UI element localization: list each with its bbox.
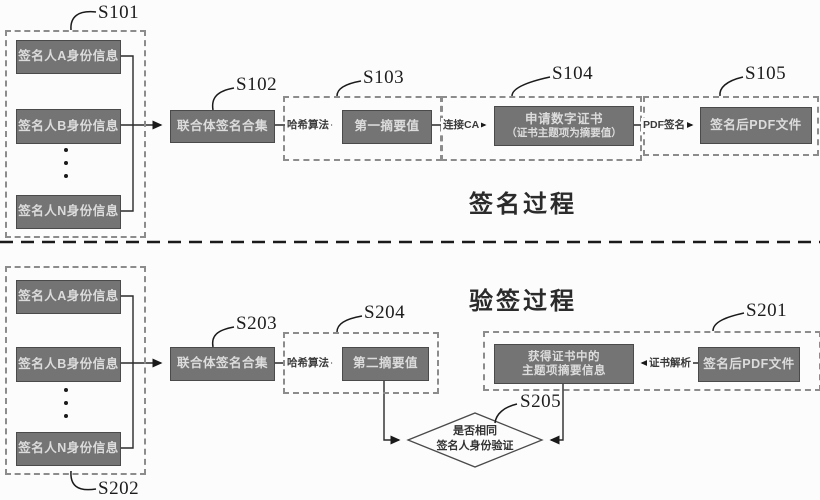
second-digest-box: 第二摘要值	[342, 347, 429, 381]
signer-b-box-top: 签名人B身份信息	[16, 109, 121, 144]
verify-process-title: 验签过程	[469, 288, 577, 315]
cert-subject-line2: 主题项摘要信息	[522, 365, 606, 377]
apply-cert-line1: 申请数字证书	[524, 111, 603, 126]
signed-pdf-label-top: 签名后PDF文件	[710, 117, 802, 132]
signer-a-box-bottom: 签名人A身份信息	[16, 280, 121, 314]
hash-algo-label-top: 哈希算法	[285, 118, 331, 132]
vertical-ellipsis-dot	[64, 174, 68, 178]
vertical-ellipsis-dot	[64, 388, 68, 392]
leader-s102	[211, 87, 235, 111]
leader-s105	[719, 76, 744, 97]
vertical-ellipsis-dot	[64, 161, 68, 165]
signed-pdf-box-bottom: 签名后PDF文件	[698, 347, 800, 382]
step-label-s202: S202	[98, 478, 140, 499]
leader-s103	[336, 80, 362, 97]
decision-diamond-text: 是否相同 签名人身份验证	[408, 424, 542, 455]
pdf-sign-label: PDF签名	[641, 118, 687, 132]
joint-signature-set-label-top: 联合体签名合集	[176, 118, 268, 133]
joint-signature-set-box-bottom: 联合体签名合集	[170, 347, 275, 381]
first-digest-label: 第一摘要值	[354, 119, 420, 134]
decision-line1: 是否相同	[453, 425, 497, 437]
signer-a-label-top: 签名人A身份信息	[18, 49, 119, 64]
cert-subject-line1: 获得证书中的	[528, 350, 600, 363]
step-label-s105: S105	[745, 63, 787, 84]
cert-subject-digest-box: 获得证书中的 主题项摘要信息	[494, 344, 634, 384]
signer-a-label-bottom: 签名人A身份信息	[18, 289, 119, 304]
leader-s204	[336, 315, 363, 333]
joint-signature-set-label-bottom: 联合体签名合集	[176, 356, 268, 371]
leader-s203	[211, 326, 235, 348]
second-digest-group-s204	[283, 332, 439, 394]
vertical-ellipsis-dot	[64, 148, 68, 152]
first-digest-box: 第一摘要值	[342, 110, 432, 144]
signer-b-box-bottom: 签名人B身份信息	[16, 347, 121, 382]
leader-s205	[494, 403, 518, 424]
signers-group-s202	[5, 266, 146, 475]
step-label-s203: S203	[236, 313, 278, 334]
step-label-s204: S204	[364, 302, 406, 323]
hash-algo-label-bottom: 哈希算法	[285, 356, 331, 370]
signer-a-box-top: 签名人A身份信息	[16, 40, 121, 74]
signer-n-box-bottom: 签名人N身份信息	[16, 432, 121, 466]
signer-b-label-bottom: 签名人B身份信息	[18, 356, 119, 371]
leader-s101	[70, 10, 97, 31]
signing-process-title: 签名过程	[469, 191, 577, 218]
signer-b-label-top: 签名人B身份信息	[18, 118, 119, 133]
decision-line2: 签名人身份验证	[436, 440, 514, 453]
apply-cert-box: 申请数字证书 （证书主题项为摘要值）	[494, 106, 634, 146]
step-label-s205: S205	[520, 391, 562, 412]
apply-cert-line2: （证书主题项为摘要值）	[506, 127, 622, 140]
step-label-s103: S103	[363, 67, 405, 88]
vertical-ellipsis-dot	[64, 414, 68, 418]
signer-n-label-bottom: 签名人N身份信息	[18, 441, 119, 456]
signer-n-label-top: 签名人N身份信息	[18, 204, 119, 219]
second-digest-label: 第二摘要值	[352, 356, 418, 371]
cert-parse-label: 证书解析	[647, 356, 693, 370]
leader-s201	[712, 312, 745, 332]
step-label-s104: S104	[552, 63, 594, 84]
step-label-s102: S102	[236, 74, 278, 95]
joint-signature-set-box-top: 联合体签名合集	[170, 110, 275, 143]
signed-pdf-box-top: 签名后PDF文件	[700, 107, 812, 144]
leader-s104	[511, 76, 551, 97]
step-label-s101: S101	[98, 2, 140, 23]
signers-group-s101	[5, 30, 146, 238]
vertical-ellipsis-dot	[64, 401, 68, 405]
connect-ca-label: 连接CA	[441, 118, 482, 132]
signed-pdf-label-bottom: 签名后PDF文件	[703, 356, 795, 371]
step-label-s201: S201	[746, 300, 788, 321]
signer-n-box-top: 签名人N身份信息	[16, 195, 121, 229]
